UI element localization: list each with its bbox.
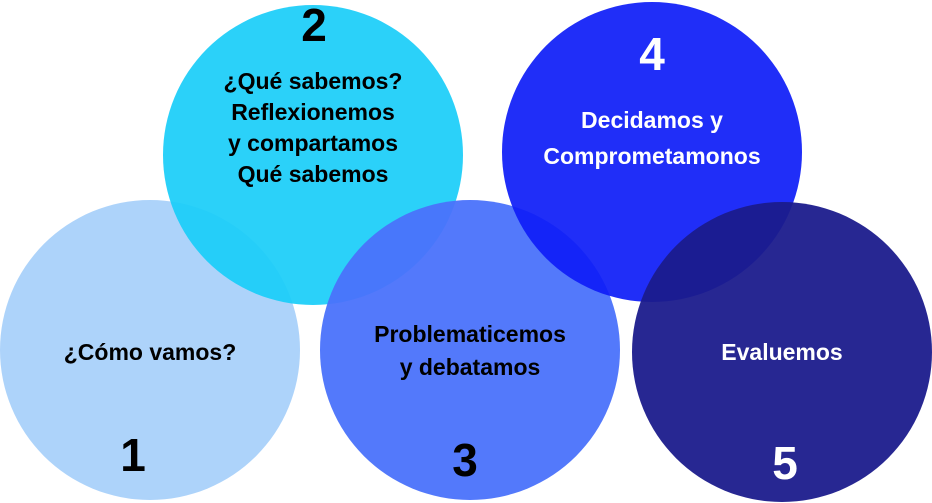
step-5-number: 5 bbox=[772, 437, 798, 489]
circle-step-5 bbox=[632, 202, 932, 502]
step-2-number: 2 bbox=[301, 0, 327, 51]
step-2-label: ¿Qué sabemos? Reflexionemos y compartamo… bbox=[163, 66, 463, 190]
step-3-label-line: Problematicemos bbox=[374, 321, 566, 347]
step-5-label: Evaluemos bbox=[632, 339, 932, 367]
step-4-label-line: Comprometamonos bbox=[543, 143, 761, 169]
step-2-label-line: Reflexionemos bbox=[231, 99, 395, 125]
step-4-number: 4 bbox=[639, 28, 665, 80]
step-3-label-line: y debatamos bbox=[399, 354, 541, 380]
step-1-number: 1 bbox=[120, 429, 146, 481]
step-2-label-line: Qué sabemos bbox=[237, 161, 389, 187]
step-4-label: Decidamos y Comprometamonos bbox=[502, 102, 802, 174]
step-2-label-line: ¿Qué sabemos? bbox=[223, 68, 403, 94]
step-3-number: 3 bbox=[452, 434, 478, 486]
step-1-label-line: ¿Cómo vamos? bbox=[63, 339, 237, 365]
step-2-label-line: y compartamos bbox=[227, 130, 398, 156]
step-4-label-line: Decidamos y bbox=[581, 107, 723, 133]
step-3-label: Problematicemos y debatamos bbox=[320, 318, 620, 384]
step-5-label-line: Evaluemos bbox=[721, 339, 843, 365]
step-1-label: ¿Cómo vamos? bbox=[0, 339, 300, 367]
